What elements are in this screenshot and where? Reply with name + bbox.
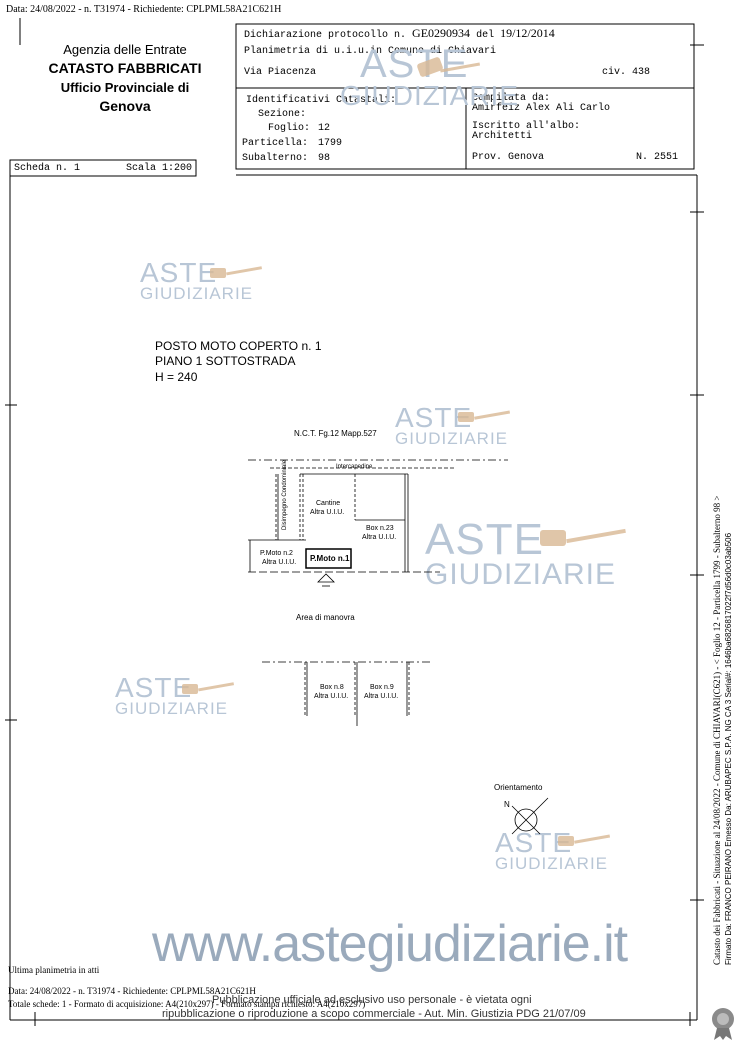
subalterno-value: 98 [318,153,331,164]
side-catasto-text: Catasto dei Fabbricati - Situazione al 2… [712,495,722,965]
watermark-giudiziarie: GIUDIZIARIE [395,429,509,448]
watermark-giudiziarie: GIUDIZIARIE [425,558,617,591]
subalterno-label: Subalterno: [242,153,309,164]
orientamento-label: Orientamento [494,783,543,792]
watermark-logo: ASTE GIUDIZIARIE [140,257,254,303]
declaration-label: Dichiarazione protocollo n. [244,30,407,41]
plan-height: H = 240 [155,370,198,384]
box8-altra-uiu: Altra U.I.U. [314,693,349,700]
watermark-giudiziarie: GIUDIZIARIE [140,284,254,303]
watermark-giudiziarie: GIUDIZIARIE [495,854,609,873]
watermark-logo: ASTE GIUDIZIARIE [340,42,519,110]
declaration-number: GE0290934 [412,26,471,40]
ufficio-label: Ufficio Provinciale di [60,80,190,95]
watermark-aste: ASTE [115,672,193,703]
reg-number: N. 2551 [636,152,679,163]
albo-label: Iscritto all'albo: [472,121,581,132]
cantine-altra-uiu: Altra U.I.U. [310,509,345,516]
ufficio-city: Genova [99,98,151,114]
pmoto2-label: P.Moto n.2 [260,550,293,557]
box23-altra-uiu: Altra U.I.U. [362,534,397,541]
ids-title: Identificativi Catastali: [246,95,397,106]
address: Via Piacenza [244,67,317,78]
ultima-planimetria: Ultima planimetria in atti [8,965,100,975]
area-manovra-label: Area di manovra [296,613,355,622]
box9-altra-uiu: Altra U.I.U. [364,693,399,700]
nct-ref: N.C.T. Fg.12 Mapp.527 [294,429,377,438]
seal-icon [712,1008,734,1040]
agency-name: Agenzia delle Entrate [63,42,187,57]
foglio-value: 12 [318,123,331,134]
watermark-giudiziarie: GIUDIZIARIE [340,80,520,111]
side-signature-text: Firmato Da: FRANCO PEIRANO Emesso Da: AR… [724,532,733,965]
civic-number: civ. 438 [602,67,651,78]
scheda-label: Scheda n. 1 [14,163,81,174]
publication-notice-2: ripubblicazione o riproduzione a scopo c… [162,1008,586,1020]
cantine-label: Cantine [316,500,341,507]
particella-value: 1799 [318,138,343,149]
north-label: N [504,800,510,809]
declaration-date: 19/12/2014 [500,26,555,40]
watermark-aste: ASTE [360,42,469,86]
compiler-label: Compilata da: [472,93,551,104]
declaration-line: Dichiarazione protocollo n. GE0290934 de… [244,26,555,41]
watermark-logo: ASTE GIUDIZIARIE [425,515,617,591]
footer-totale: Totale schede: 1 - Formato di acquisizio… [8,999,366,1009]
sezione-label: Sezione: [258,109,307,120]
watermark-aste: ASTE [425,515,544,564]
prov: Prov. Genova [472,152,545,163]
watermark-logo: ASTE GIUDIZIARIE [115,672,229,718]
box8-label: Box n.8 [320,684,344,691]
box9-label: Box n.9 [370,684,394,691]
plan-floor: PIANO 1 SOTTOSTRADA [155,354,296,368]
box23-label: Box n.23 [366,525,394,532]
watermark-giudiziarie: GIUDIZIARIE [115,699,229,718]
compiler-name: Amirfeiz Alex Ali Carlo [472,103,611,114]
albo-value: Architetti [472,131,533,142]
intercapedine-label: Intercapedine [336,464,373,470]
agency-header: Agenzia delle Entrate CATASTO FABBRICATI… [20,40,230,116]
pmoto1-label: P.Moto n.1 [310,554,350,563]
plan-title: POSTO MOTO COPERTO n. 1 [155,339,322,353]
publication-notice-1: Pubblicazione ufficiale ad esclusivo uso… [212,994,532,1006]
pmoto2-altra-uiu: Altra U.I.U. [262,559,297,566]
watermark-aste: ASTE [140,257,218,288]
footer-stamp: Data: 24/08/2022 - n. T31974 - Richieden… [8,986,256,996]
site-watermark: www.astegiudiziarie.it [152,915,628,973]
top-stamp: Data: 24/08/2022 - n. T31974 - Richieden… [6,4,282,15]
scala-label: Scala 1:200 [126,163,193,174]
planimetria-line: Planimetria di u.i.u.in Comune di Chiava… [244,46,497,57]
disimpegno-label: Disimpegno Condominiale [282,459,288,530]
catasto-title: CATASTO FABBRICATI [48,60,202,76]
foglio-label: Foglio: [268,123,311,134]
particella-label: Particella: [242,138,309,149]
declaration-del: del [476,30,495,41]
